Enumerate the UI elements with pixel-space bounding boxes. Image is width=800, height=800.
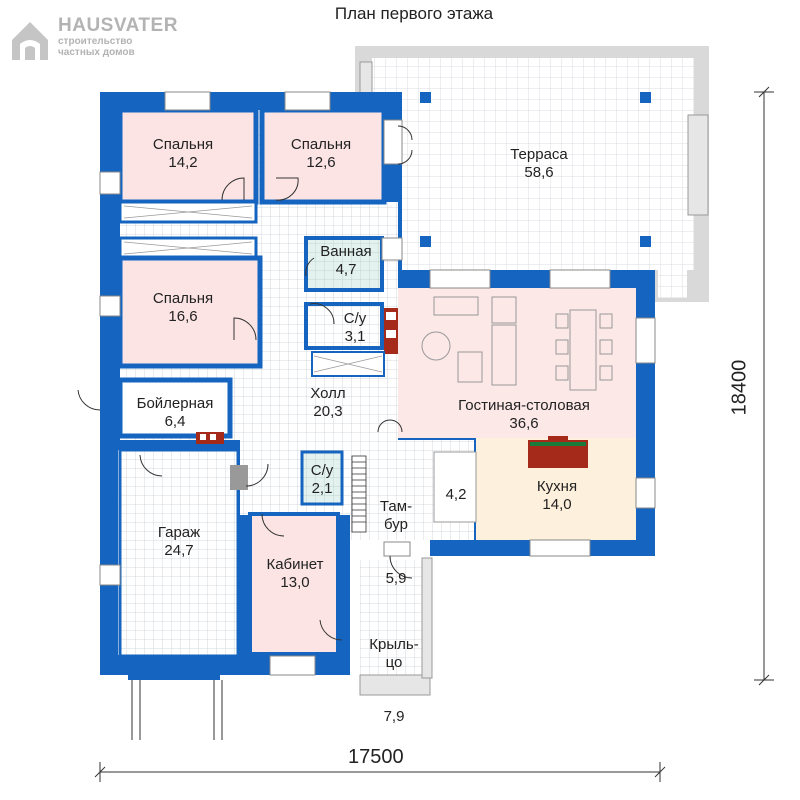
room-name: С/у: [343, 310, 367, 327]
room-label-living: Гостиная-столовая 36,6: [424, 397, 624, 433]
terrace: [355, 46, 709, 302]
room-name: С/у: [310, 462, 334, 479]
room-boiler: [117, 377, 233, 444]
room-pantry: [433, 451, 477, 523]
room-area: 7,9: [383, 708, 405, 725]
room-kitchen: [476, 436, 636, 540]
room-area: 36,6: [509, 415, 539, 432]
logo-brand: HAUSVATER: [58, 15, 178, 36]
room-area: 6,4: [164, 413, 186, 430]
windows: [99, 91, 656, 676]
room-name: Спальня: [152, 136, 214, 153]
room-wc-2: [300, 450, 344, 506]
room-area: 4,2: [445, 486, 467, 503]
room-label-terrace: Терраса 58,6: [496, 146, 582, 182]
room-name: Спальня: [152, 290, 214, 307]
room-label-wc-2: С/у 2,1: [300, 462, 344, 498]
garage-driveway: [131, 680, 223, 740]
room-label-bedroom-2: Спальня 12,6: [278, 136, 364, 172]
dimension-width-line: [94, 762, 666, 782]
room-name: Там- бур: [379, 498, 413, 533]
dimension-height: 18400: [728, 359, 751, 416]
room-label-office: Кабинет 13,0: [250, 556, 340, 592]
room-area: 58,6: [524, 164, 554, 181]
room-name: Холл: [310, 385, 346, 402]
room-label-wc-1: С/у 3,1: [332, 310, 378, 346]
room-area: 16,6: [168, 308, 198, 325]
room-label-hall: Холл 20,3: [290, 385, 366, 421]
room-bedroom-1: [117, 107, 259, 224]
room-label-pantry: 4,2: [436, 486, 476, 504]
room-area: 13,0: [280, 574, 310, 591]
room-label-boiler: Бойлерная 6,4: [120, 395, 230, 431]
room-name: Спальня: [290, 136, 352, 153]
room-area: 14,2: [168, 154, 198, 171]
room-label-bathroom: Ванная 4,7: [308, 243, 384, 279]
room-name: Крыль- цо: [369, 636, 419, 671]
room-bathroom: [304, 236, 384, 292]
room-name: Гостиная-столовая: [458, 397, 590, 414]
room-name: Гараж: [157, 524, 201, 541]
room-area: 12,6: [306, 154, 336, 171]
room-wc-1: [304, 302, 398, 377]
room-area: 5,9: [385, 570, 407, 587]
room-name: Бойлерная: [136, 395, 214, 412]
room-area: 4,7: [335, 261, 357, 278]
room-name: Терраса: [510, 146, 568, 163]
dimension-width: 17500: [348, 746, 404, 768]
doors: [77, 125, 413, 641]
room-label-bedroom-3: Спальня 16,6: [140, 290, 226, 326]
room-label-porch: Крыль- цо 7,9: [356, 600, 432, 744]
room-garage: [118, 448, 248, 658]
room-name: Кухня: [536, 478, 578, 495]
room-living-dining: [398, 288, 636, 438]
logo: HAUSVATER строительство частных домов: [58, 15, 178, 59]
dimension-height-line: [754, 86, 774, 686]
room-area: 24,7: [164, 542, 194, 559]
room-area: 20,3: [313, 403, 343, 420]
plan-title: План первого этажа: [334, 4, 494, 23]
room-label-vestibule: Там- бур 5,9: [366, 462, 426, 606]
room-porch: [359, 557, 433, 696]
room-area: 3,1: [344, 328, 366, 345]
room-label-garage: Гараж 24,7: [136, 524, 222, 560]
room-label-kitchen: Кухня 14,0: [514, 478, 600, 514]
room-area: 2,1: [311, 480, 333, 497]
room-label-bedroom-1: Спальня 14,2: [140, 136, 226, 172]
logo-line-2: частных домов: [58, 47, 135, 58]
room-vestibule: [351, 452, 426, 536]
room-area: 14,0: [542, 496, 572, 513]
room-name: Ванная: [320, 243, 372, 260]
room-name: Кабинет: [266, 556, 324, 573]
room-bedroom-3: [117, 236, 263, 369]
logo-icon: [12, 22, 48, 60]
logo-line-1: строительство: [58, 36, 133, 47]
